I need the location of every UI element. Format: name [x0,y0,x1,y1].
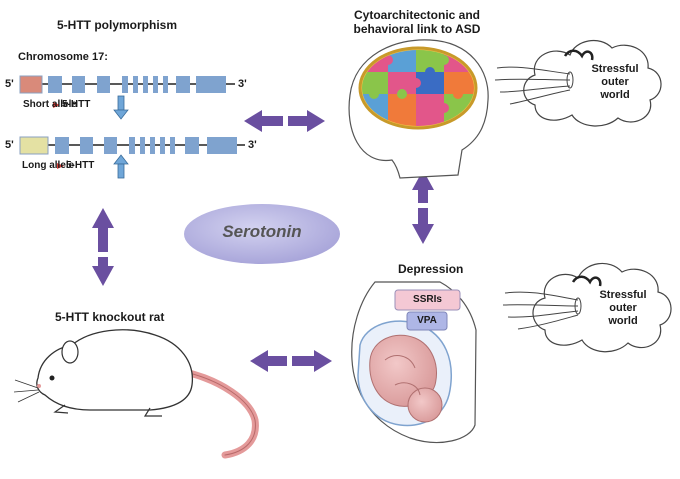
up-arrow-icon [113,154,129,179]
short-three-prime: 3' [238,78,247,90]
long-three-prime: 3' [248,139,257,151]
stress-cloud-top [494,39,662,127]
serotonin-ellipse [184,204,340,264]
short-allele-chromosome [19,75,235,94]
vpa-box [406,311,448,331]
long-allele-chromosome [19,136,245,155]
down-arrow-icon [113,95,129,120]
short-five-prime: 5' [5,78,14,90]
long-allele-label: Long allele [22,160,75,171]
arrow-rat-pregnancy [250,350,332,372]
stress-cloud-bottom [502,262,672,353]
asd-title-line2: behavioral link to ASD [353,22,481,36]
cloud-bottom-line1: Stressful [599,289,647,301]
rat-illustration [13,329,259,459]
cloud-top-line3: world [600,89,630,101]
long-gene-label: 5-HTT [66,160,95,171]
vpa-label: VPA [417,315,437,326]
long-promoter-box [19,136,49,155]
cloud-bottom-line2: outer [609,302,637,314]
short-gene-label: 5-HTT [62,99,91,110]
head-brain-illustration [348,39,489,179]
cloud-top-line2: outer [601,76,629,88]
arrow-gene-brain [244,110,325,132]
short-allele-label: Short allele [23,99,77,110]
ssris-label: SSRIs [413,294,442,305]
ssris-box [394,289,461,311]
arrow-gene-rat [92,208,114,286]
cloud-top-line1: Stressful [591,63,639,75]
cloud-bottom-line3: world [608,315,638,327]
knockout-title: 5-HTT knockout rat [55,310,165,324]
polymorphism-title: 5-HTT polymorphism [57,18,178,32]
serotonin-label: Serotonin [222,222,302,241]
asd-title-line1: Cytoarchitectonic and [353,8,481,22]
chromosome-label: Chromosome 17: [18,51,108,63]
short-pointer-icon [53,102,60,108]
long-pointer-icon [57,163,64,169]
short-promoter-box [19,75,43,94]
depression-title: Depression [398,262,464,276]
long-five-prime: 5' [5,139,14,151]
arrow-brain-depression [412,170,434,244]
